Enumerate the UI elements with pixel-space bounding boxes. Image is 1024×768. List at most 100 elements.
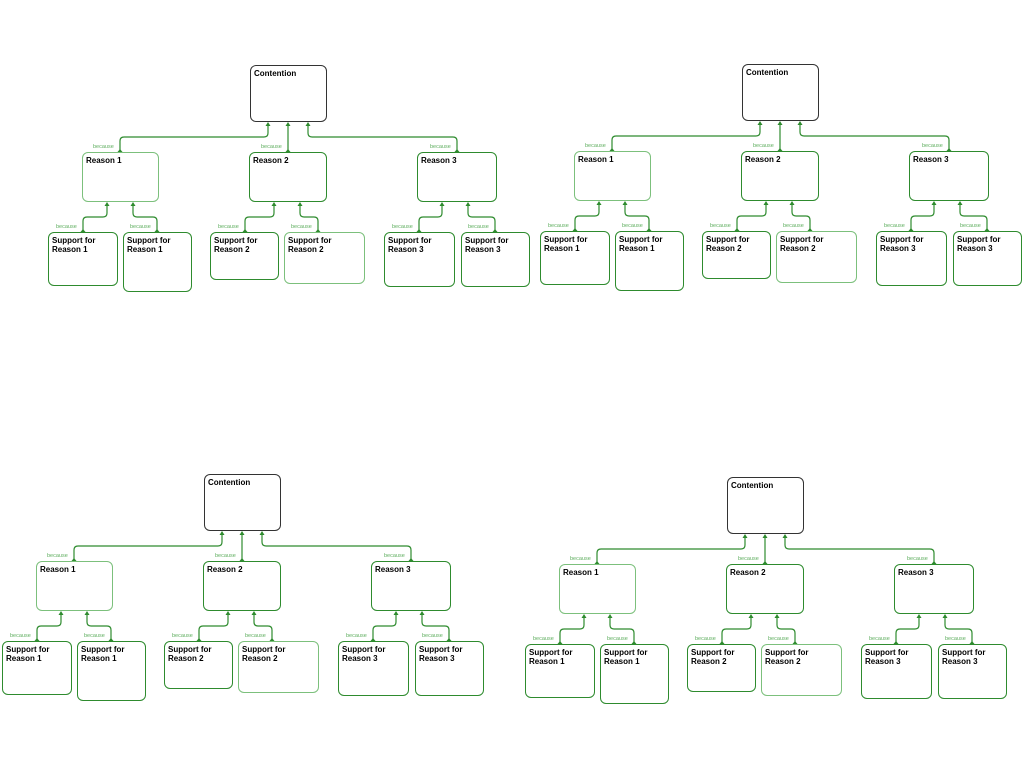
because-label: because (607, 636, 628, 642)
arrowhead-icon (239, 531, 245, 535)
reason-box[interactable]: Reason 2 (249, 152, 327, 202)
connector-line (467, 205, 496, 232)
connector-line (609, 617, 635, 644)
support-box-label: Support for Reason 3 (957, 235, 1001, 253)
support-box[interactable]: Support for Reason 2 (164, 641, 233, 689)
support-box-label: Support for Reason 1 (529, 648, 573, 666)
support-box[interactable]: Support for Reason 3 (953, 231, 1022, 286)
contention-box[interactable]: Contention (742, 64, 819, 121)
connector-line (299, 205, 319, 232)
arrowhead-icon (104, 202, 110, 206)
because-label: because (392, 224, 413, 230)
because-label: because (533, 636, 554, 642)
arrowhead-icon (757, 121, 763, 125)
connector-line (119, 125, 269, 152)
support-box[interactable]: Support for Reason 1 (540, 231, 610, 285)
support-box[interactable]: Support for Reason 2 (702, 231, 771, 279)
support-box-label: Support for Reason 1 (619, 235, 663, 253)
support-box[interactable]: Support for Reason 1 (615, 231, 684, 291)
reason-box[interactable]: Reason 3 (909, 151, 989, 201)
support-box[interactable]: Support for Reason 3 (938, 644, 1007, 699)
because-label: because (783, 223, 804, 229)
support-box[interactable]: Support for Reason 2 (210, 232, 279, 280)
reason-box[interactable]: Reason 2 (741, 151, 819, 201)
connector-line (307, 125, 458, 152)
connector-anchor-icon (969, 641, 975, 644)
arrowhead-icon (931, 201, 937, 205)
arrowhead-icon (742, 534, 748, 538)
support-box[interactable]: Support for Reason 1 (525, 644, 595, 698)
connector-anchor-icon (239, 558, 245, 561)
support-box[interactable]: Support for Reason 1 (123, 232, 192, 292)
support-box[interactable]: Support for Reason 1 (48, 232, 118, 286)
reason-box[interactable]: Reason 1 (574, 151, 651, 201)
reason-box[interactable]: Reason 3 (894, 564, 974, 614)
arrowhead-icon (748, 614, 754, 618)
support-box[interactable]: Support for Reason 3 (384, 232, 455, 287)
support-box-label: Support for Reason 2 (168, 645, 212, 663)
reason-box-label: Reason 2 (730, 568, 766, 577)
because-label: because (218, 224, 239, 230)
reason-box[interactable]: Reason 2 (726, 564, 804, 614)
connector-line (799, 124, 950, 151)
contention-box[interactable]: Contention (250, 65, 327, 122)
connector-line (784, 537, 935, 564)
reason-box[interactable]: Reason 2 (203, 561, 281, 611)
support-box[interactable]: Support for Reason 1 (2, 641, 72, 695)
connector-line (418, 205, 443, 232)
reason-box[interactable]: Reason 3 (417, 152, 497, 202)
connector-line (559, 617, 585, 644)
reason-box[interactable]: Reason 1 (36, 561, 113, 611)
reason-box[interactable]: Reason 3 (371, 561, 451, 611)
connector-line (253, 614, 273, 641)
contention-box[interactable]: Contention (727, 477, 804, 534)
because-label: because (570, 556, 591, 562)
reason-box[interactable]: Reason 1 (82, 152, 159, 202)
contention-box[interactable]: Contention (204, 474, 281, 531)
support-box[interactable]: Support for Reason 2 (776, 231, 857, 283)
connector-anchor-icon (807, 228, 813, 231)
reason-box-label: Reason 1 (86, 156, 122, 165)
connector-line (421, 614, 450, 641)
connector-line (198, 614, 229, 641)
support-box[interactable]: Support for Reason 3 (461, 232, 530, 287)
support-box-label: Support for Reason 3 (942, 648, 986, 666)
arrowhead-icon (265, 122, 271, 126)
arrowhead-icon (439, 202, 445, 206)
support-box[interactable]: Support for Reason 2 (284, 232, 365, 284)
support-box-label: Support for Reason 1 (52, 236, 96, 254)
because-label: because (710, 223, 731, 229)
support-box-label: Support for Reason 2 (780, 235, 824, 253)
connector-anchor-icon (315, 229, 321, 232)
connector-anchor-icon (594, 561, 600, 564)
support-box[interactable]: Support for Reason 1 (600, 644, 669, 704)
because-label: because (10, 633, 31, 639)
connector-anchor-icon (154, 229, 160, 232)
connector-anchor-icon (908, 228, 914, 231)
because-label: because (245, 633, 266, 639)
because-label: because (84, 633, 105, 639)
arrowhead-icon (763, 201, 769, 205)
connector-line (82, 205, 108, 232)
connector-anchor-icon (80, 229, 86, 232)
support-box[interactable]: Support for Reason 2 (238, 641, 319, 693)
support-box-label: Support for Reason 1 (81, 645, 125, 663)
support-box[interactable]: Support for Reason 2 (687, 644, 756, 692)
reason-box-label: Reason 2 (745, 155, 781, 164)
because-label: because (215, 553, 236, 559)
support-box[interactable]: Support for Reason 3 (338, 641, 409, 696)
connector-anchor-icon (893, 641, 899, 644)
reason-box[interactable]: Reason 1 (559, 564, 636, 614)
support-box[interactable]: Support for Reason 1 (77, 641, 146, 701)
support-box[interactable]: Support for Reason 3 (876, 231, 947, 286)
connector-line (261, 534, 412, 561)
support-box[interactable]: Support for Reason 3 (415, 641, 484, 696)
contention-box-label: Contention (208, 478, 251, 487)
support-box[interactable]: Support for Reason 2 (761, 644, 842, 696)
connector-line (244, 205, 275, 232)
arrowhead-icon (225, 611, 231, 615)
because-label: because (422, 633, 443, 639)
support-box[interactable]: Support for Reason 3 (861, 644, 932, 699)
because-label: because (430, 144, 451, 150)
arrowhead-icon (393, 611, 399, 615)
